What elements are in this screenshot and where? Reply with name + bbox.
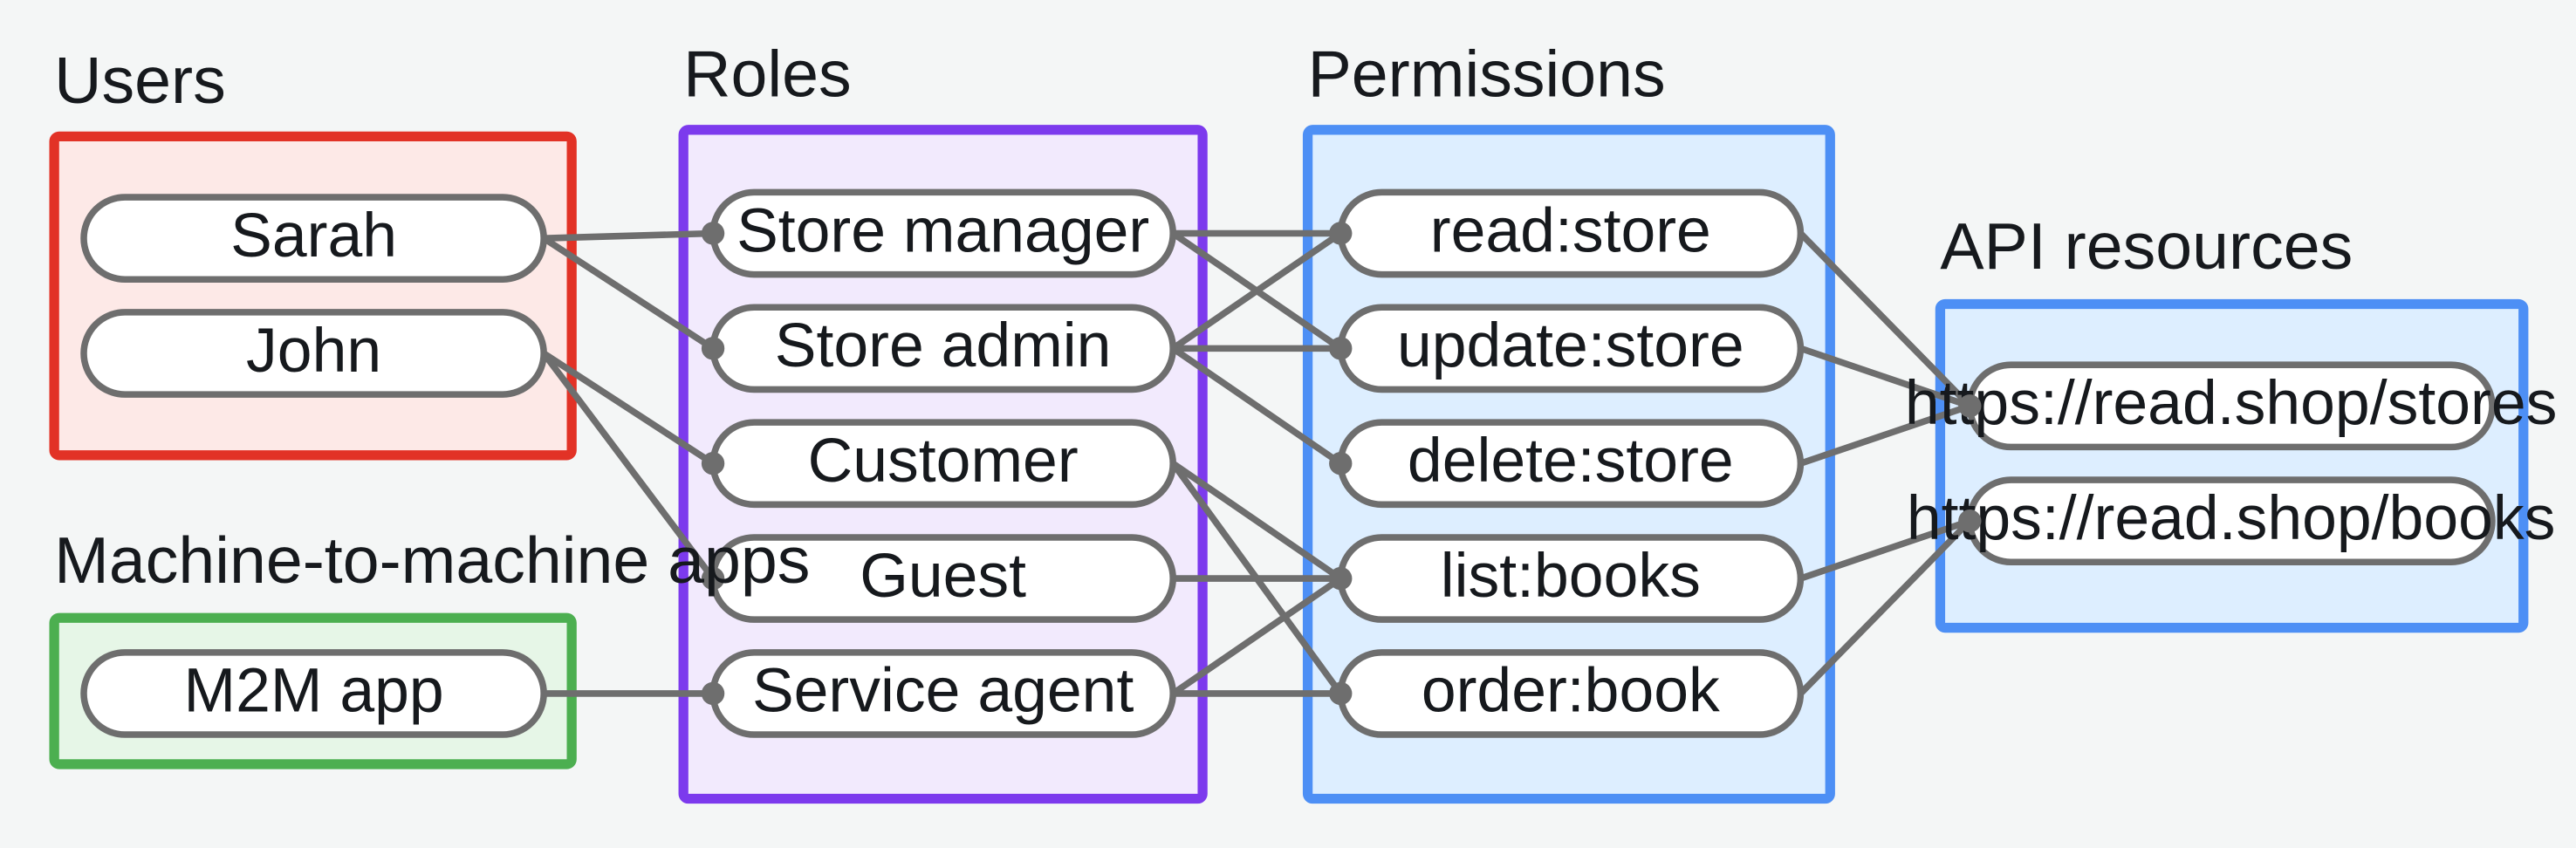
edge-endpoint-dots [701, 222, 1982, 706]
group-label-m2m: Machine-to-machine apps [54, 523, 810, 597]
node-john[interactable]: John [80, 309, 547, 398]
node-read_store[interactable]: read:store [1337, 188, 1805, 278]
edge-endpoint-dot-delete_store [1329, 452, 1353, 475]
node-service_agent[interactable]: Service agent [709, 649, 1176, 738]
edge-list_books-to-res_books [1799, 517, 1971, 582]
node-shape-john [80, 309, 547, 398]
group-label-api: API resources [1940, 209, 2353, 283]
edge-service_agent-to-list_books [1171, 575, 1343, 697]
edge-endpoint-dot-service_agent [701, 681, 725, 706]
node-label-res_books: https://read.shop/books [1907, 483, 2556, 553]
node-label-guest: Guest [860, 541, 1026, 611]
edge-endpoint-dot-list_books [1329, 566, 1353, 591]
edge-endpoint-dot-order_book [1329, 681, 1353, 706]
node-label-delete_store: delete:store [1408, 426, 1734, 496]
node-label-update_store: update:store [1397, 311, 1744, 380]
edge-endpoint-dot-customer [701, 452, 725, 475]
edge-order_book-to-res_books [1798, 518, 1972, 696]
node-label-store_admin: Store admin [775, 311, 1112, 380]
node-sarah[interactable]: Sarah [80, 194, 547, 283]
node-label-res_stores: https://read.shop/stores [1905, 368, 2557, 438]
edge-update_store-to-res_stores [1799, 345, 1971, 409]
group-container-api [1935, 298, 2529, 633]
edge-endpoint-dot-guest [701, 566, 725, 591]
edge-john-to-customer [542, 350, 716, 467]
node-label-store_manager: Store manager [736, 195, 1149, 265]
node-store_manager[interactable]: Store manager [709, 188, 1176, 278]
node-res_stores[interactable]: https://read.shop/stores [1905, 361, 2557, 451]
node-list_books[interactable]: list:books [1337, 534, 1805, 623]
edge-customer-to-list_books [1171, 461, 1343, 582]
node-guest[interactable]: Guest [709, 534, 1176, 623]
edge-store_admin-to-read_store [1171, 230, 1343, 352]
group-label-users: Users [54, 44, 226, 117]
node-label-john: John [246, 316, 381, 386]
node-order_book[interactable]: order:book [1337, 649, 1805, 738]
edge-sarah-to-store_manager [544, 229, 714, 242]
group-label-roles: Roles [683, 37, 852, 110]
node-res_books[interactable]: https://read.shop/books [1907, 476, 2556, 565]
node-label-service_agent: Service agent [752, 656, 1134, 726]
edge-endpoint-dot-update_store [1329, 337, 1353, 360]
node-label-list_books: list:books [1441, 541, 1701, 611]
node-label-m2mapp: M2M app [184, 656, 444, 726]
edge-endpoint-dot-read_store [1329, 222, 1353, 245]
node-m2mapp[interactable]: M2M app [80, 649, 547, 738]
edge-delete_store-to-res_stores [1799, 402, 1971, 467]
edge-connections [541, 229, 1972, 697]
edge-john-to-guest [541, 351, 716, 581]
node-label-read_store: read:store [1430, 195, 1711, 265]
node-delete_store[interactable]: delete:store [1337, 419, 1805, 509]
group-container-users [49, 131, 577, 461]
edge-read_store-to-res_stores [1798, 230, 1972, 408]
edge-endpoint-dot-res_stores [1958, 394, 1982, 418]
node-shape-sarah [80, 194, 547, 283]
node-label-sarah: Sarah [230, 201, 397, 270]
edge-sarah-to-store_admin [542, 235, 716, 352]
edge-endpoint-dot-store_admin [701, 337, 725, 360]
node-update_store[interactable]: update:store [1337, 304, 1805, 393]
node-label-order_book: order:book [1422, 656, 1720, 726]
edge-endpoint-dot-store_manager [701, 222, 725, 245]
node-label-customer: Customer [808, 426, 1079, 496]
group-label-permissions: Permissions [1308, 37, 1666, 110]
edge-endpoint-dot-res_books [1958, 509, 1982, 533]
node-shape-m2mapp [80, 649, 547, 738]
node-store_admin[interactable]: Store admin [709, 304, 1176, 393]
edge-store_admin-to-delete_store [1171, 345, 1343, 467]
node-customer[interactable]: Customer [709, 419, 1176, 509]
